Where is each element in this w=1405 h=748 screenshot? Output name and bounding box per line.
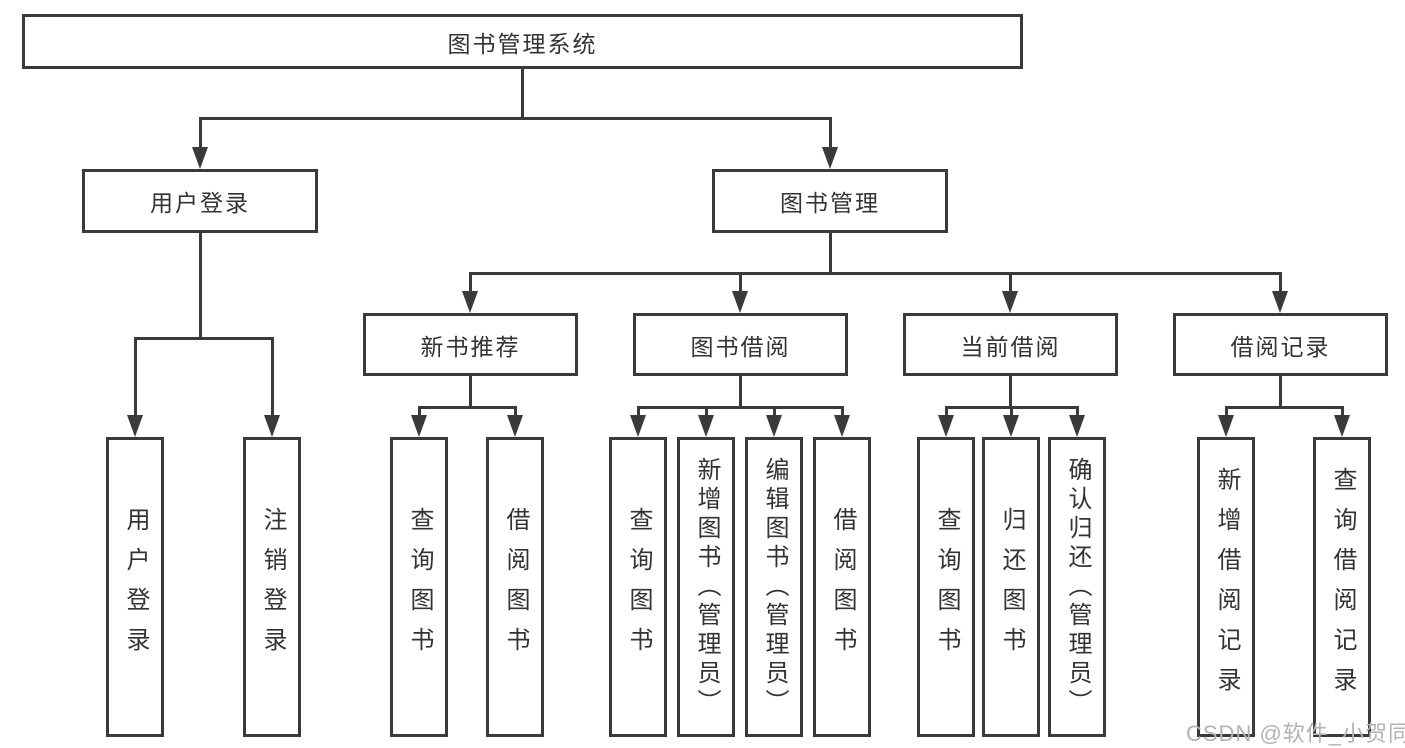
csdn-watermark: CSDN @软件_小贺同学: [1186, 721, 1405, 746]
leaf-logout-login: 注销登录: [243, 437, 301, 737]
connector-line: [1075, 409, 1079, 417]
connector-line: [270, 340, 274, 418]
connector-line: [1224, 409, 1228, 417]
connector-line: [772, 409, 776, 417]
node-book-borrow-label: 图书借阅: [690, 333, 791, 360]
node-current-borrow-label: 当前借阅: [960, 333, 1061, 360]
connector-line: [944, 406, 1079, 409]
connector-line: [1279, 275, 1282, 293]
arrowhead-down-icon: [630, 415, 646, 437]
connector-line: [840, 409, 844, 417]
arrowhead-down-icon: [1334, 415, 1350, 437]
arrowhead-down-icon: [264, 415, 280, 437]
node-library-system: 图书管理系统: [22, 14, 1023, 69]
leaf-user-login: 用户登录: [106, 437, 164, 737]
node-book-management-label: 图书管理: [780, 190, 880, 216]
leaf-query-book-recommend: 查询图书: [390, 437, 448, 737]
connector-line: [828, 120, 832, 150]
leaf-edit-book-admin: 编辑图书（管理员）: [745, 437, 803, 737]
connector-line: [1224, 406, 1344, 409]
connector-line: [704, 409, 708, 417]
connector-line: [521, 69, 524, 117]
connector-line: [133, 340, 137, 418]
leaf-query-borrow-record-label: 查询借阅记录: [1329, 467, 1356, 707]
node-library-system-label: 图书管理系统: [447, 30, 598, 57]
node-borrow-records-label: 借阅记录: [1230, 333, 1331, 360]
arrowhead-down-icon: [411, 415, 427, 437]
node-user-login-label: 用户登录: [150, 190, 250, 216]
connector-line: [198, 120, 202, 150]
connector-line: [739, 376, 742, 406]
arrowhead-down-icon: [1272, 291, 1288, 313]
arrowhead-down-icon: [822, 147, 838, 169]
arrowhead-down-icon: [462, 291, 478, 313]
arrowhead-down-icon: [1003, 415, 1019, 437]
leaf-query-book-current-label: 查询图书: [933, 507, 960, 667]
connector-line: [513, 409, 517, 417]
connector-line: [417, 409, 421, 417]
connector-line: [198, 233, 202, 337]
leaf-edit-book-admin-label: 编辑图书（管理员）: [761, 456, 788, 718]
leaf-confirm-return-admin: 确认归还（管理员）: [1048, 437, 1106, 737]
leaf-add-book-admin: 新增图书（管理员）: [677, 437, 735, 737]
node-book-borrow: 图书借阅: [633, 313, 848, 376]
leaf-confirm-return-admin-label: 确认归还（管理员）: [1064, 456, 1091, 718]
leaf-logout-login-label: 注销登录: [259, 507, 286, 667]
leaf-return-book: 归还图书: [982, 437, 1040, 737]
leaf-borrow-book-recommend: 借阅图书: [486, 437, 544, 737]
arrowhead-down-icon: [1002, 291, 1018, 313]
connector-line: [198, 117, 832, 120]
node-new-book-recommend-label: 新书推荐: [420, 333, 521, 360]
arrowhead-down-icon: [507, 415, 523, 437]
connector-line: [469, 272, 1282, 275]
connector-line: [739, 275, 742, 293]
leaf-borrow-book-label: 借阅图书: [829, 507, 856, 667]
leaf-query-book-recommend-label: 查询图书: [406, 507, 433, 667]
connector-line: [1009, 376, 1012, 406]
arrowhead-down-icon: [698, 415, 714, 437]
arrowhead-down-icon: [1069, 415, 1085, 437]
arrowhead-down-icon: [732, 291, 748, 313]
connector-line: [469, 376, 472, 406]
leaf-query-book-current: 查询图书: [917, 437, 975, 737]
node-user-login: 用户登录: [82, 169, 318, 233]
node-borrow-records: 借阅记录: [1173, 313, 1388, 376]
connector-line: [133, 337, 274, 340]
leaf-borrow-book-recommend-label: 借阅图书: [502, 507, 529, 667]
leaf-user-login-label: 用户登录: [122, 507, 149, 667]
connector-line: [417, 406, 517, 409]
connector-line: [1340, 409, 1344, 417]
connector-line: [1009, 275, 1012, 293]
arrowhead-down-icon: [127, 415, 143, 437]
node-current-borrow: 当前借阅: [903, 313, 1118, 376]
leaf-query-borrow-record: 查询借阅记录: [1313, 437, 1371, 737]
connector-line: [1009, 409, 1013, 417]
leaf-query-book-borrow-label: 查询图书: [625, 507, 652, 667]
arrowhead-down-icon: [766, 415, 782, 437]
connector-line: [469, 275, 472, 293]
connector-line: [828, 233, 832, 272]
leaf-add-borrow-record: 新增借阅记录: [1197, 437, 1255, 737]
leaf-add-book-admin-label: 新增图书（管理员）: [693, 456, 720, 718]
node-new-book-recommend: 新书推荐: [363, 313, 578, 376]
leaf-add-borrow-record-label: 新增借阅记录: [1213, 467, 1240, 707]
arrowhead-down-icon: [834, 415, 850, 437]
arrowhead-down-icon: [192, 147, 208, 169]
arrowhead-down-icon: [1218, 415, 1234, 437]
leaf-borrow-book: 借阅图书: [813, 437, 871, 737]
connector-line: [636, 406, 844, 409]
leaf-query-book-borrow: 查询图书: [609, 437, 667, 737]
connector-line: [1279, 376, 1282, 406]
connector-line: [636, 409, 640, 417]
node-book-management: 图书管理: [712, 169, 948, 233]
arrowhead-down-icon: [938, 415, 954, 437]
connector-line: [944, 409, 948, 417]
leaf-return-book-label: 归还图书: [998, 507, 1025, 667]
